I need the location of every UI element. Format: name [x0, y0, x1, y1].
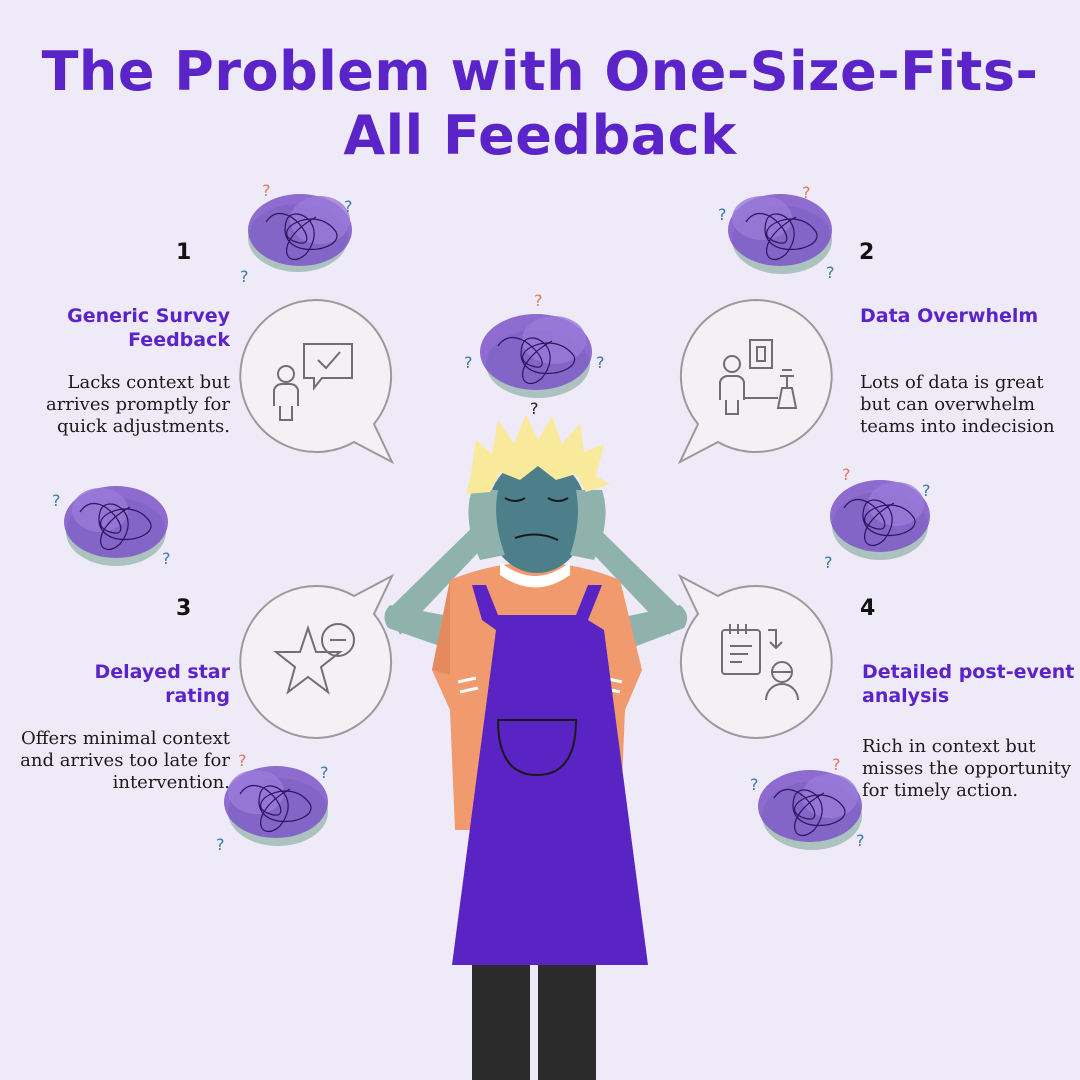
- thought-cloud-2: ? ? ?: [718, 183, 835, 282]
- svg-text:?: ?: [802, 183, 811, 202]
- svg-text:?: ?: [856, 831, 865, 850]
- svg-text:?: ?: [344, 197, 353, 216]
- clipboard-person-icon: [721, 624, 799, 701]
- svg-text:?: ?: [842, 466, 851, 484]
- person-checkmark-message-icon: [273, 343, 353, 421]
- stressed-person-illustration: [384, 414, 688, 1080]
- thought-cloud-4: ? ? ?: [824, 466, 931, 570]
- item-number-2: 2: [859, 240, 875, 265]
- page-title: The Problem with One-Size-Fits-All Feedb…: [41, 40, 1039, 167]
- thought-cloud-center: ? ? ? ?: [464, 291, 605, 416]
- thought-cloud-5: ? ? ?: [216, 752, 329, 854]
- svg-text:?: ?: [832, 756, 841, 774]
- item-heading-3: Delayed star rating: [94, 661, 230, 707]
- item-number-3: 3: [176, 596, 192, 621]
- svg-text:?: ?: [262, 182, 271, 200]
- thought-cloud-1: ? ? ?: [240, 182, 353, 286]
- item-number-1: 1: [176, 240, 192, 265]
- person-document-desk-icon: [719, 339, 798, 415]
- speech-bubble-4: [677, 573, 833, 740]
- svg-text:?: ?: [530, 399, 539, 416]
- star-minus-icon: [273, 623, 355, 695]
- svg-text:?: ?: [826, 263, 835, 282]
- svg-text:?: ?: [52, 491, 61, 510]
- speech-bubble-2: [677, 298, 833, 465]
- speech-bubble-3: [239, 573, 395, 740]
- item-heading-4: Detailed post-event analysis: [862, 661, 1075, 707]
- svg-text:?: ?: [216, 835, 225, 854]
- svg-text:?: ?: [596, 353, 605, 372]
- svg-text:?: ?: [320, 763, 329, 782]
- svg-text:?: ?: [162, 549, 171, 568]
- svg-text:?: ?: [238, 752, 247, 770]
- svg-text:?: ?: [240, 267, 249, 286]
- item-description-4: Rich in context but misses the opportuni…: [862, 736, 1072, 801]
- item-description-3: Offers minimal context and arrives too l…: [20, 728, 230, 793]
- thought-cloud-3: ? ?: [52, 486, 171, 568]
- svg-text:?: ?: [922, 481, 931, 500]
- speech-bubble-1: [239, 298, 395, 465]
- item-description-2: Lots of data is great but can overwhelm …: [860, 372, 1055, 437]
- svg-text:?: ?: [464, 353, 473, 372]
- item-heading-2: Data Overwhelm: [860, 305, 1039, 327]
- thought-cloud-6: ? ? ?: [750, 756, 865, 850]
- item-description-1: Lacks context but arrives promptly for q…: [45, 372, 230, 437]
- svg-text:?: ?: [534, 291, 543, 310]
- svg-text:?: ?: [824, 553, 833, 570]
- svg-text:?: ?: [718, 205, 727, 224]
- item-heading-1: Generic Survey Feedback: [67, 305, 230, 351]
- item-number-4: 4: [860, 596, 876, 621]
- svg-text:?: ?: [750, 775, 759, 794]
